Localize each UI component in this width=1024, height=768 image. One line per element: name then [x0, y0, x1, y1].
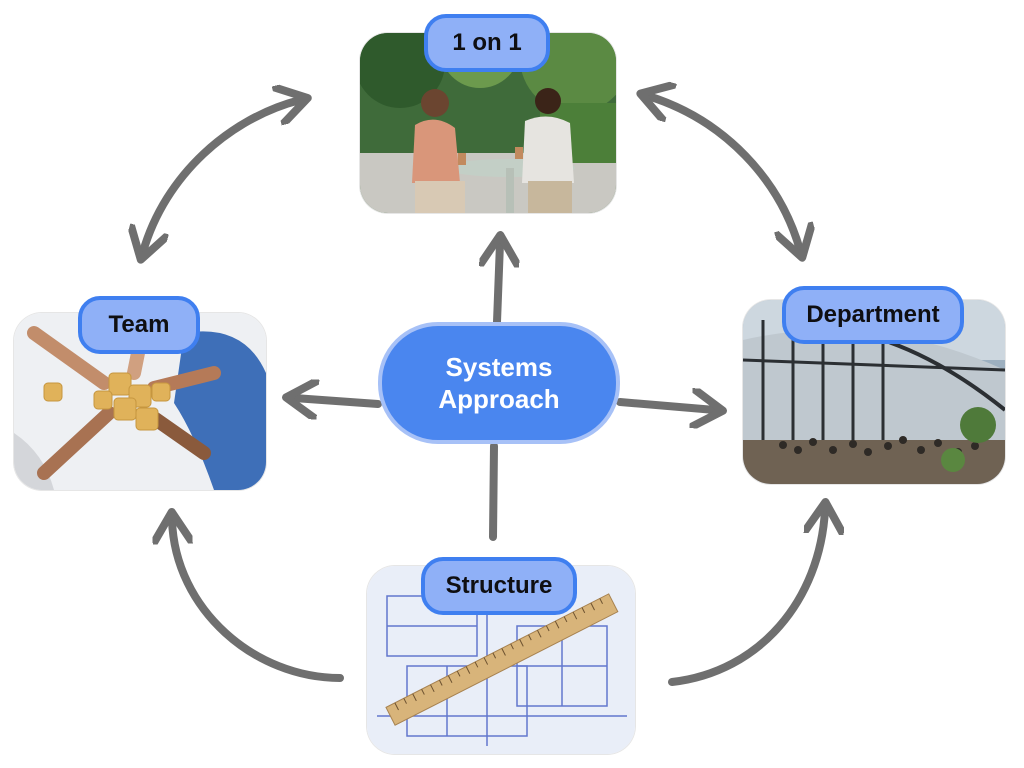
team-photo	[14, 313, 266, 490]
structure-photo	[367, 566, 635, 754]
arrow-team-one-on-one	[143, 100, 300, 252]
arrow-center-to-one-on-one	[497, 243, 500, 326]
arrow-one-on-one-department	[648, 96, 800, 250]
department-label: Department	[782, 286, 964, 344]
systems-approach-node: Systems Approach	[378, 322, 620, 444]
structure-label: Structure	[421, 557, 577, 615]
team-label: Team	[78, 296, 200, 354]
arrow-center-to-team	[294, 398, 382, 404]
line-structure-to-center	[489, 442, 498, 541]
one-on-one-label: 1 on 1	[424, 14, 550, 72]
arrow-center-to-department	[616, 402, 715, 410]
one-on-one-photo	[360, 33, 616, 213]
arrow-structure-to-department	[668, 510, 825, 686]
arrow-structure-to-team	[172, 520, 344, 682]
